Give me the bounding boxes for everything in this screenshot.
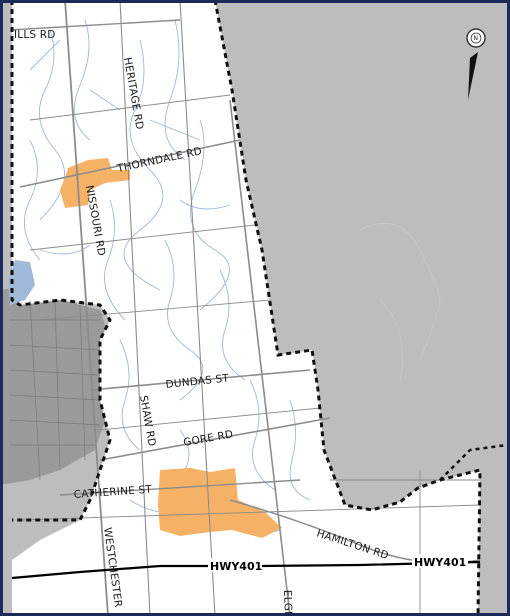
label-catherine-st: CATHERINE ST <box>73 484 152 501</box>
hwy401-label-bg-b <box>412 554 468 568</box>
label-hwy401-a: HWY401 <box>210 560 262 573</box>
urban-area <box>3 285 110 485</box>
north-arrow-icon: N <box>466 28 486 100</box>
hwy401-label-bg-a <box>208 558 262 572</box>
urban-streets <box>9 299 101 481</box>
dorchester-settlement <box>158 468 282 538</box>
north-arrow-letter: N <box>474 35 479 42</box>
label-elgin: ELGI <box>281 590 294 613</box>
map-canvas[interactable]: ILLS RD HERITAGE RD THORNDALE RD NISSOUR… <box>3 3 507 613</box>
study-area <box>12 3 480 613</box>
study-area-boundary <box>214 3 482 613</box>
right-edge-boundary <box>439 443 507 481</box>
faint-contours <box>359 222 441 381</box>
road-network <box>9 3 481 613</box>
label-hwy401-b: HWY401 <box>414 556 466 569</box>
west-boundary <box>10 3 112 522</box>
label-fallon-mills-rd: ILLS RD <box>14 29 56 41</box>
lake <box>8 260 35 305</box>
